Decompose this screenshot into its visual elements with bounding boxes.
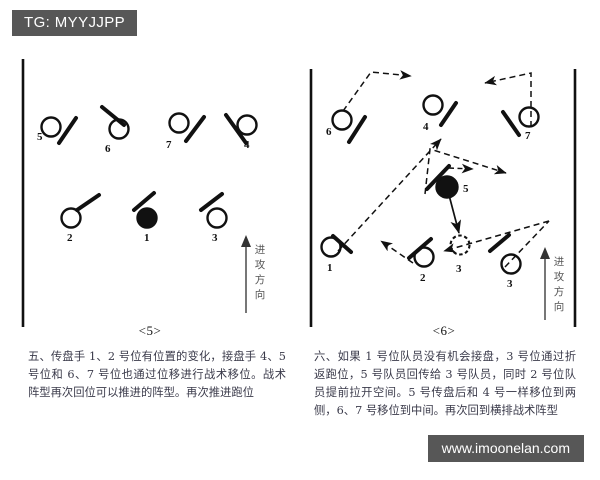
diagram-6-panel: 6 4 7 5	[303, 55, 585, 340]
player-circle-filled	[435, 175, 459, 199]
direction-char: 进	[553, 256, 565, 268]
player-label-1: 1	[144, 232, 150, 244]
movement-path-3-out	[504, 220, 550, 268]
diagram-6-svg: 6 4 7 5	[309, 69, 577, 327]
player-marker-5: 5	[425, 164, 469, 199]
movement-path-3-back	[443, 220, 550, 253]
player-label-1: 1	[327, 262, 333, 274]
description-paragraph-6: 六、如果 1 号位队员没有机会接盘，3 号位通过折返跑位，5 号队员回传给 3 …	[314, 350, 576, 417]
attack-direction-label-left: 进 攻 方 向	[253, 243, 267, 303]
player-bar	[407, 237, 433, 260]
site-watermark: www.imoonelan.com	[427, 435, 584, 462]
player-label-2: 2	[67, 232, 73, 244]
attack-direction-label-right: 进 攻 方 向	[552, 255, 566, 315]
direction-char: 方	[254, 274, 266, 286]
player-bar	[347, 115, 367, 144]
player-label-6: 6	[105, 143, 111, 155]
player-marker-4: 4	[224, 113, 258, 151]
attack-direction-arrow	[241, 235, 251, 313]
movement-path-4	[448, 163, 474, 174]
pass-arrow-5-to-3	[448, 194, 462, 234]
direction-char: 方	[553, 286, 565, 298]
player-marker-3: 3	[199, 192, 228, 244]
player-label-4: 4	[423, 121, 429, 133]
player-bar	[331, 234, 353, 254]
player-marker-4: 4	[422, 94, 458, 133]
player-marker-5: 5	[37, 116, 78, 145]
arrow-head	[540, 247, 550, 259]
player-bar	[501, 110, 521, 137]
player-circle	[206, 207, 228, 229]
player-circle	[518, 106, 540, 128]
player-circle	[320, 236, 342, 258]
player-label-7: 7	[166, 139, 172, 151]
player-label-3-target: 3	[456, 263, 462, 275]
movement-path-6	[342, 70, 412, 112]
player-bar	[184, 115, 206, 143]
player-circle	[40, 116, 62, 138]
player-circle-filled	[136, 207, 158, 229]
player-bar	[425, 164, 451, 191]
player-bar	[132, 191, 156, 212]
player-label-4: 4	[244, 139, 250, 151]
player-marker-2: 2	[60, 193, 101, 244]
player-marker-2: 2	[407, 237, 435, 284]
player-bar	[224, 113, 248, 145]
description-paragraph-5: 五、传盘手 1、2 号位有位置的变化，接盘手 4、5 号位和 6、7 号位也通过…	[28, 350, 286, 399]
player-marker-3: 3	[488, 233, 522, 290]
player-bar	[199, 192, 224, 212]
movement-path-5	[424, 148, 507, 195]
tg-tag-badge: TG: MYYJJPP	[12, 10, 138, 36]
direction-char: 向	[553, 301, 565, 313]
player-label-7: 7	[525, 130, 531, 142]
player-marker-7: 7	[501, 106, 540, 142]
player-circle-dashed	[449, 234, 471, 256]
diagram-5-panel: 5 6 7 4	[14, 55, 286, 340]
direction-char: 向	[254, 289, 266, 301]
player-bar	[57, 116, 78, 145]
player-marker-6: 6	[326, 109, 367, 144]
movement-path-2	[380, 240, 414, 264]
player-label-2: 2	[420, 272, 426, 284]
movement-path-7	[484, 72, 532, 127]
player-label-3: 3	[212, 232, 218, 244]
direction-char: 进	[254, 244, 266, 256]
player-circle	[331, 109, 353, 131]
diagram-5-svg: 5 6 7 4	[21, 59, 258, 327]
player-circle	[108, 118, 130, 140]
player-label-5: 5	[37, 131, 43, 143]
player-circle	[236, 114, 258, 136]
arrow-head	[241, 235, 251, 247]
direction-char: 攻	[254, 259, 266, 271]
player-label-3: 3	[507, 278, 513, 290]
diagram-5-caption: <5>	[138, 323, 162, 338]
player-label-5: 5	[463, 183, 469, 195]
player-bar	[75, 193, 101, 212]
player-marker-1: 1	[132, 191, 158, 244]
movement-path-1	[337, 138, 442, 252]
player-marker-7: 7	[166, 112, 206, 151]
player-circle	[168, 112, 190, 134]
direction-char: 攻	[553, 271, 565, 283]
player-bar	[488, 233, 511, 253]
player-label-6: 6	[326, 126, 332, 138]
player-bar	[439, 101, 458, 127]
player-marker-1: 1	[320, 234, 353, 274]
attack-direction-arrow	[540, 247, 550, 320]
player-marker-3-target: 3	[449, 234, 471, 275]
player-bar	[100, 105, 126, 127]
diagram-6-caption: <6>	[432, 323, 456, 338]
player-circle	[500, 253, 522, 275]
player-circle	[60, 207, 82, 229]
player-marker-6: 6	[100, 105, 130, 155]
player-circle	[422, 94, 444, 116]
